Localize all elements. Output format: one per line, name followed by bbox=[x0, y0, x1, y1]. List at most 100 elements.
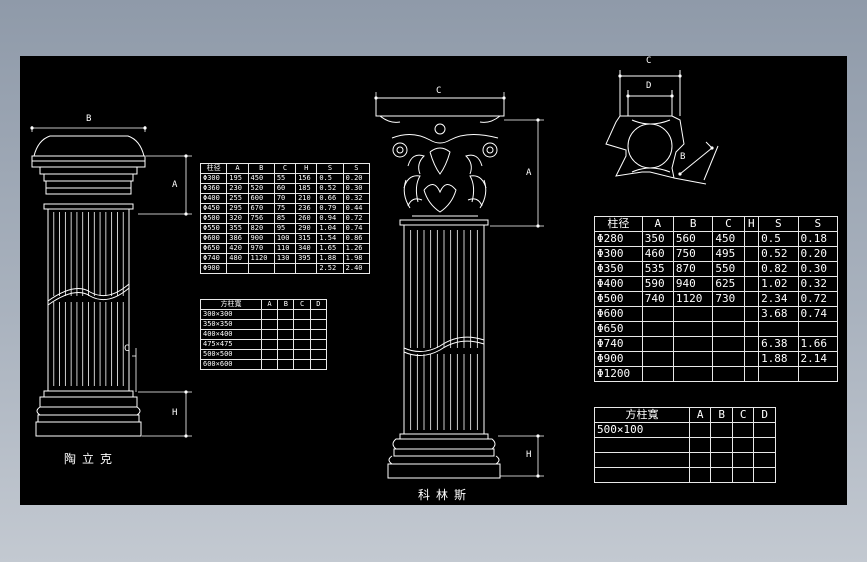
table-cell bbox=[710, 437, 733, 453]
table-cell: 420 bbox=[226, 243, 249, 254]
table-cell bbox=[641, 306, 674, 322]
table-header-cell: A bbox=[688, 407, 712, 423]
table-header-cell: C bbox=[712, 216, 745, 232]
table-cell bbox=[688, 452, 712, 468]
table-header-cell: C bbox=[731, 407, 755, 423]
dim-label-d-plan: D bbox=[646, 81, 652, 91]
table-cell: 0.66 bbox=[316, 193, 344, 204]
table-cell: 350×350 bbox=[200, 319, 262, 330]
table-cell bbox=[753, 437, 776, 453]
table-cell bbox=[710, 422, 733, 438]
table-cell bbox=[758, 321, 799, 337]
table-cell: Φ400 bbox=[199, 193, 228, 204]
table-cell: 0.20 bbox=[342, 173, 371, 184]
table-cell bbox=[277, 319, 295, 330]
table-header-cell: B bbox=[672, 216, 714, 232]
table-header-cell: S bbox=[316, 163, 344, 174]
table-header-cell: A bbox=[226, 163, 249, 174]
table-cell: 495 bbox=[712, 246, 745, 262]
corinthian-caption: 科林斯 bbox=[418, 488, 473, 502]
table-cell bbox=[293, 319, 311, 330]
table-cell bbox=[594, 467, 690, 483]
table-cell: 100 bbox=[273, 233, 297, 244]
table-cell bbox=[293, 349, 311, 360]
table-header-cell: H bbox=[743, 216, 760, 232]
table-cell bbox=[260, 349, 279, 360]
table-cell bbox=[672, 366, 714, 382]
table-cell: Φ500 bbox=[594, 291, 643, 307]
table-cell: Φ550 bbox=[199, 223, 228, 234]
table-cell: 0.44 bbox=[342, 203, 371, 214]
table-cell bbox=[260, 359, 279, 370]
table-cell: 1120 bbox=[672, 291, 714, 307]
table-cell: 0.32 bbox=[342, 193, 371, 204]
table-cell bbox=[712, 306, 745, 322]
table-cell: 0.5 bbox=[316, 173, 344, 184]
table-row: 400×400 bbox=[200, 329, 328, 340]
table-cell bbox=[731, 452, 755, 468]
table-cell: 0.86 bbox=[342, 233, 371, 244]
table-cell bbox=[277, 349, 295, 360]
table-cell bbox=[743, 231, 760, 247]
table-cell: 2.52 bbox=[316, 263, 344, 274]
table-cell: 0.5 bbox=[758, 231, 799, 247]
table-cell: 600×600 bbox=[200, 359, 262, 370]
table-cell bbox=[753, 422, 776, 438]
table-row: Φ650 bbox=[594, 321, 839, 337]
table-cell: 600 bbox=[247, 193, 275, 204]
table-cell: 0.32 bbox=[797, 276, 839, 292]
table-cell: 450 bbox=[247, 173, 275, 184]
table-cell bbox=[688, 437, 712, 453]
table-cell bbox=[753, 452, 776, 468]
table-cell: Φ450 bbox=[199, 203, 228, 214]
table-cell: 230 bbox=[226, 183, 249, 194]
table-cell bbox=[293, 359, 311, 370]
table-cell bbox=[743, 261, 760, 277]
table-cell bbox=[273, 263, 297, 274]
dim-label-b-left: B bbox=[86, 114, 92, 124]
table-cell bbox=[743, 336, 760, 352]
table-cell bbox=[743, 291, 760, 307]
table-cell bbox=[260, 319, 279, 330]
table-cell: 0.74 bbox=[797, 306, 839, 322]
table-cell bbox=[641, 351, 674, 367]
table-row: 475×475 bbox=[200, 339, 328, 350]
table-row: 600×600 bbox=[200, 359, 328, 370]
table-cell: 940 bbox=[672, 276, 714, 292]
table-cell: 500×100 bbox=[594, 422, 690, 438]
table-cell bbox=[594, 437, 690, 453]
table-cell: 255 bbox=[226, 193, 249, 204]
table-cell bbox=[293, 329, 311, 340]
table-cell: 395 bbox=[295, 253, 318, 264]
table-row: 300×300 bbox=[200, 309, 328, 320]
table-cell bbox=[712, 336, 745, 352]
table-cell: 2.40 bbox=[342, 263, 371, 274]
table-cell: 156 bbox=[295, 173, 318, 184]
table-cell bbox=[797, 321, 839, 337]
table-cell bbox=[672, 321, 714, 337]
table-cell: 386 bbox=[226, 233, 249, 244]
table-cell: 295 bbox=[226, 203, 249, 214]
table-cell: 350 bbox=[641, 231, 674, 247]
table-cell: 75 bbox=[273, 203, 297, 214]
table-cell: 0.94 bbox=[316, 213, 344, 224]
table-cell: 185 bbox=[295, 183, 318, 194]
table-cell: 195 bbox=[226, 173, 249, 184]
doric-column bbox=[31, 135, 146, 437]
table-header-cell: H bbox=[295, 163, 318, 174]
table-header-cell: S bbox=[342, 163, 371, 174]
table-cell: Φ900 bbox=[594, 351, 643, 367]
